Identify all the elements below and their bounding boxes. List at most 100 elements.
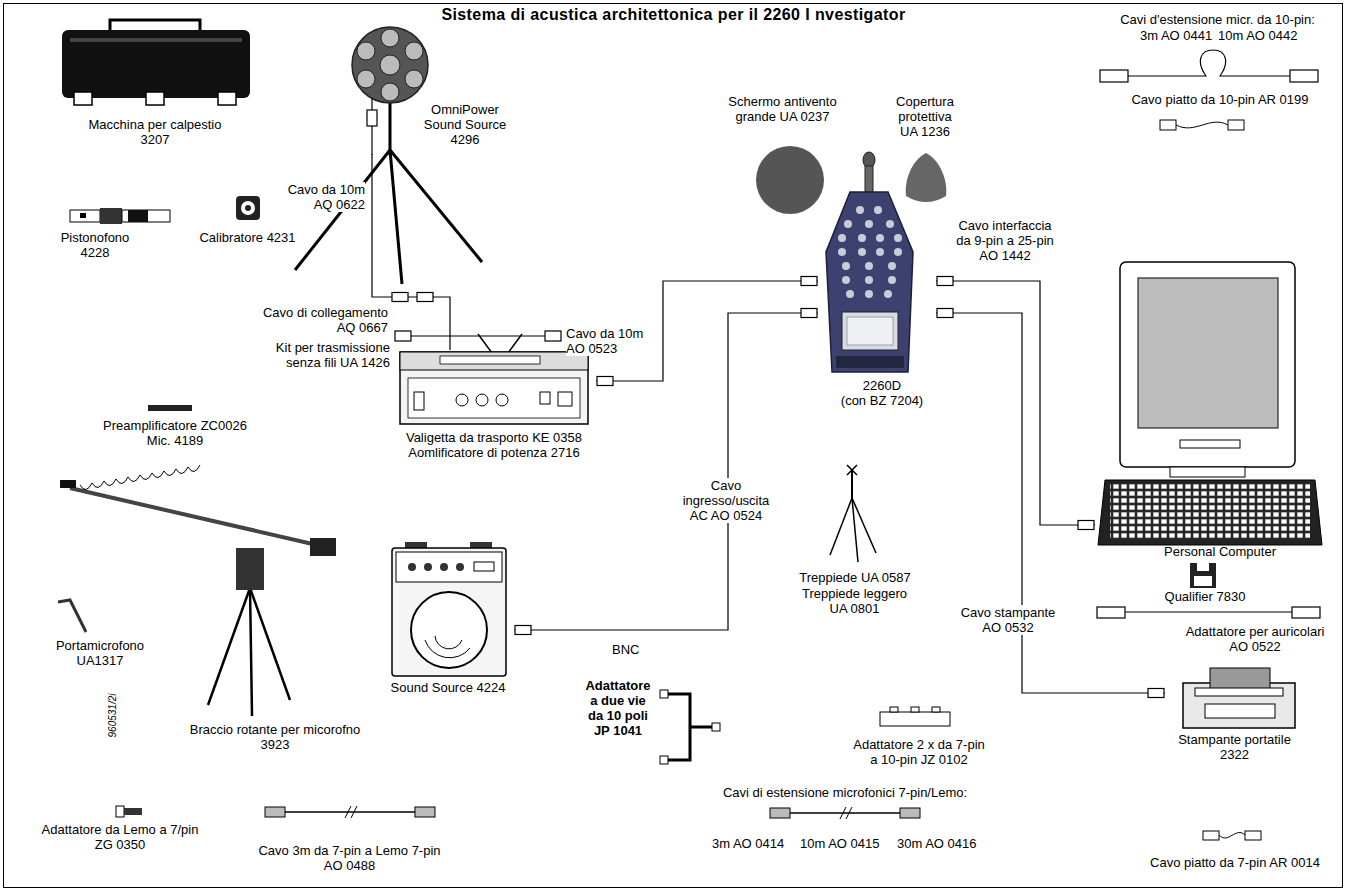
sound-level-meter-part (847, 317, 893, 345)
extension-cables-7pin-part (900, 808, 920, 818)
floppy-disk-part (1190, 563, 1216, 588)
floppy-disk-part (1194, 576, 1212, 586)
cable-plug (937, 277, 953, 286)
pistonphone (70, 208, 170, 224)
portable-printer-part (1205, 704, 1275, 718)
two-way-adapter-part (660, 756, 668, 764)
tapping-machine-part (218, 92, 236, 105)
cable-plug (937, 309, 953, 318)
sound-source-4224-part (456, 563, 464, 571)
adapter-jz0102-part (880, 712, 950, 726)
power-amplifier-part (496, 394, 508, 406)
power-amplifier-part (456, 394, 468, 406)
equipment-label: Personal Computer (1150, 544, 1290, 559)
omnipower-source-part (390, 150, 482, 262)
sound-level-meter-part (836, 356, 904, 368)
portable-printer-part (1183, 683, 1295, 728)
tapping-machine (62, 20, 250, 105)
extension-cables-7pin (770, 807, 920, 819)
lemo-adapter-part (124, 808, 142, 815)
sound-level-meter (826, 152, 913, 372)
calibrator (236, 196, 260, 220)
part-label: 3m AO 0414 (712, 836, 784, 851)
sound-level-meter-part-part (894, 234, 902, 242)
tapping-machine-part (70, 38, 242, 42)
omnipower-source-part (367, 110, 377, 126)
flat-cable-7pin (1203, 831, 1261, 840)
part-label: Adattatore per auricolari AO 0522 (1180, 624, 1330, 654)
part-label: Adattatore 2 x da 7-pin a 10-pin JZ 0102 (850, 737, 988, 767)
equipment-node: Personal Computer (1095, 255, 1327, 565)
flat-cable-10pin-part (1176, 122, 1228, 128)
part-label: BNC (612, 642, 639, 657)
rotating-boom (60, 465, 336, 716)
personal-computer (1098, 262, 1322, 545)
pistonphone-part (80, 213, 86, 218)
sound-level-meter-part-part (865, 220, 873, 228)
tapping-machine-part (146, 92, 164, 105)
cable-line (936, 313, 1165, 693)
sound-level-meter-part (838, 206, 902, 298)
headphone-adapter-part (1097, 607, 1125, 618)
sound-source-4224-part (392, 548, 506, 676)
portable-printer-part (1210, 668, 1270, 690)
portable-printer (1183, 668, 1295, 728)
part-label: 30m AO 0416 (897, 836, 977, 851)
omnipower-source-part (357, 70, 375, 88)
sound-source-4224-part (474, 562, 494, 571)
cable-plug (597, 377, 613, 386)
sound-level-meter-part-part (856, 206, 864, 214)
equipment-label: Sound Source 4224 (383, 680, 513, 695)
sound-level-meter-part (865, 166, 873, 192)
sound-source-4224-part (424, 563, 432, 571)
cable-line (936, 281, 1095, 525)
light-tripod (830, 465, 876, 562)
part-label: Treppiede leggero UA 0801 (797, 586, 912, 616)
sound-level-meter-part-part (888, 276, 896, 284)
two-way-adapter (660, 690, 720, 764)
cable-ao0488-part (415, 807, 435, 817)
cable (936, 277, 1095, 530)
adapter-jz0102 (880, 707, 950, 726)
power-amplifier-part (540, 392, 550, 404)
part-label: Copertura protettiva UA 1236 (890, 94, 960, 139)
extension-cables-10pin-part (1128, 50, 1290, 76)
link-cable-part (545, 331, 561, 341)
pistonphone-part (100, 208, 122, 224)
part-label: Cavo di collegamento AQ 0667 (245, 305, 388, 335)
calibrator-part (241, 201, 255, 215)
extension-cables-7pin-part (770, 808, 790, 818)
headphone-adapter-part (1292, 607, 1320, 618)
calibrator-part (236, 196, 260, 220)
headphone-adapter-part (1125, 611, 1292, 612)
sound-level-meter-part (826, 192, 913, 372)
sound-level-meter-part-part (876, 248, 884, 256)
link-cable-part (411, 335, 545, 336)
cable-plug (417, 293, 433, 302)
adapter-jz0102-part (890, 707, 898, 712)
cable-plug (1078, 521, 1094, 530)
rotating-boom-part (236, 548, 264, 590)
two-way-adapter-part (668, 694, 712, 760)
extension-cables-10pin-part (1100, 70, 1128, 82)
flat-cable-10pin-part (1228, 120, 1244, 130)
part-label: Treppiede UA 0587 (795, 570, 915, 585)
cable-ao0488-part (265, 807, 285, 817)
sound-level-meter-part-part (842, 262, 850, 270)
equipment-label: 2260D (832, 378, 932, 393)
flat-cable-10pin (1160, 120, 1244, 130)
omnipower-source-part (352, 27, 428, 103)
cable-label: Cavo stampante AO 0532 (958, 605, 1058, 635)
power-amplifier-part (414, 392, 424, 410)
part-label: Macchina per calpestio 3207 (80, 117, 230, 147)
protective-cover (906, 153, 947, 202)
extension-cables-7pin-part (840, 807, 852, 819)
equipment-label: (con BZ 7204) (832, 393, 932, 408)
lemo-adapter-part (116, 806, 124, 817)
part-label: Cavo piatto da 10-pin AR 0199 (1130, 92, 1310, 107)
rotating-boom-part (70, 488, 330, 548)
part-label: Braccio rotante per micorofno 3923 (180, 722, 370, 752)
part-label: Adattatore a due vie da 10 poli JP 1041 (582, 678, 654, 738)
flat-cable-7pin-part (1203, 831, 1219, 840)
sound-level-meter-part-part (858, 234, 866, 242)
